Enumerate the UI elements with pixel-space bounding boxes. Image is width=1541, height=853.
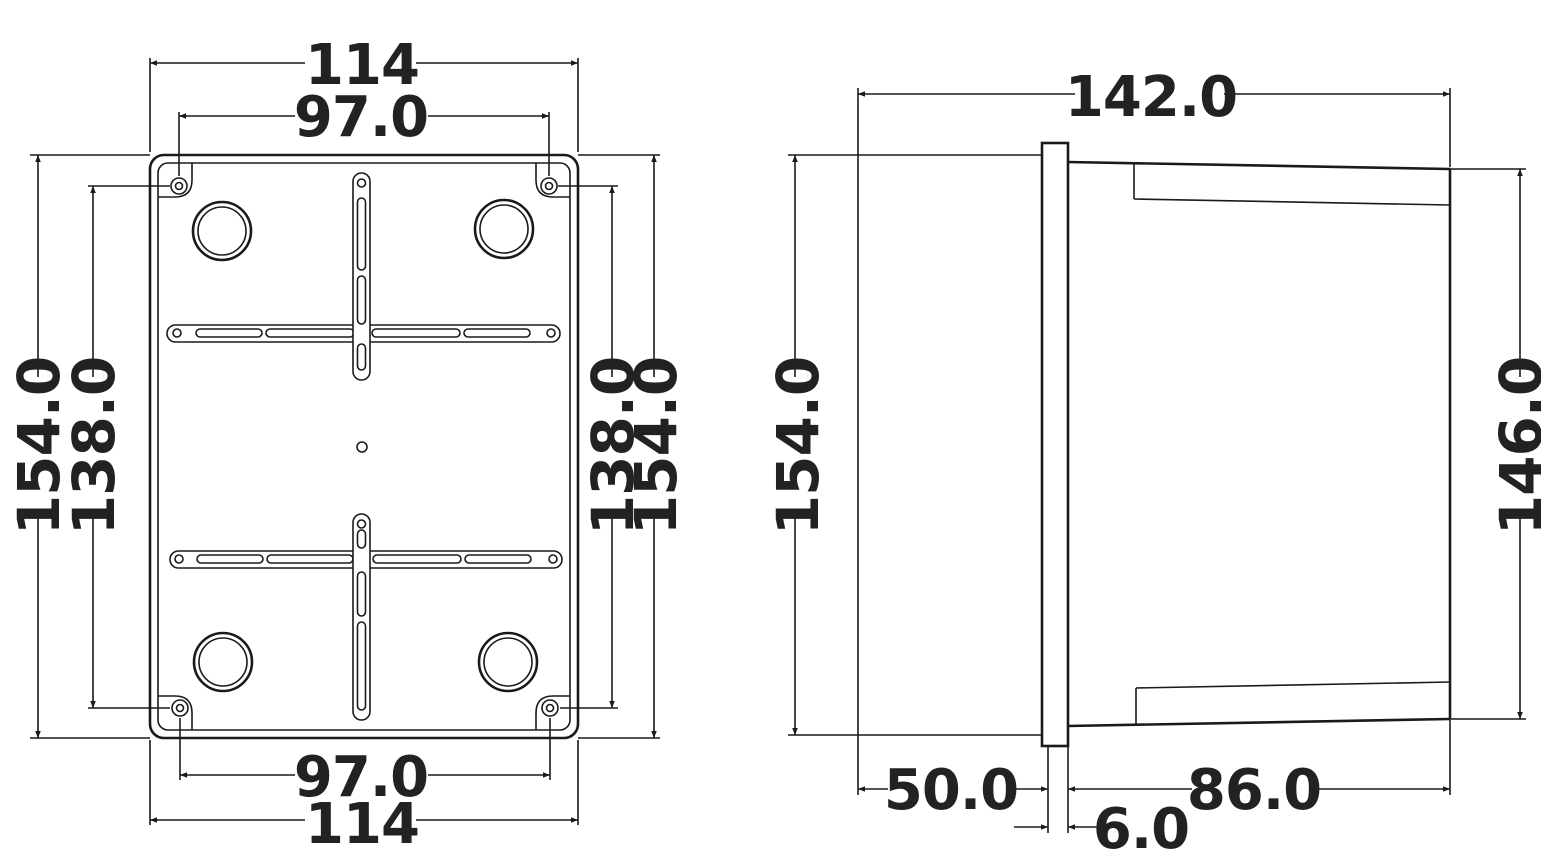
mounting-hole — [170, 177, 188, 195]
knockout — [192, 631, 254, 693]
dim-front-depth: 50.0 — [884, 758, 1018, 823]
dim-width-top: 114 — [305, 33, 419, 98]
mounting-hole — [540, 177, 558, 195]
rib-cross-lower — [169, 513, 563, 721]
dim-height-right: 146.0 — [1487, 357, 1541, 535]
dim-total-depth: 142.0 — [1065, 65, 1237, 130]
dim-height-left-outer: 154.0 — [5, 357, 73, 535]
mounting-hole — [171, 699, 189, 717]
dim-height-left-inner: 138.0 — [60, 357, 128, 535]
knockouts — [191, 198, 539, 693]
dim-flange-thickness: 6.0 — [1093, 797, 1189, 853]
dim-height-right-inner: 138.0 — [579, 357, 647, 535]
front-extension-lines — [30, 58, 660, 825]
knockout — [473, 198, 535, 260]
dim-rear-depth: 86.0 — [1187, 758, 1321, 823]
mounting-hole — [541, 699, 559, 717]
knockout — [191, 200, 253, 262]
dim-hole-spacing-bottom: 97.0 — [294, 745, 428, 810]
center-hole — [356, 441, 368, 453]
side-dimension-lines — [792, 91, 1523, 830]
mounting-holes — [158, 163, 570, 730]
front-dimension-lines — [35, 60, 657, 823]
side-view: 142.0 154.0 146.0 50.0 86.0 6.0 — [764, 65, 1541, 853]
dim-height-left: 154.0 — [764, 357, 832, 535]
dim-width-bottom: 114 — [305, 792, 419, 853]
dim-hole-spacing-top: 97.0 — [294, 85, 428, 150]
enclosure-inner-outline — [157, 162, 571, 731]
enclosure-outline — [148, 153, 580, 740]
knockout — [477, 631, 539, 693]
flange — [1040, 141, 1070, 748]
dim-height-right-outer: 154.0 — [622, 357, 690, 535]
front-view: 114 97.0 154.0 138.0 138.0 154.0 97.0 11… — [5, 33, 690, 853]
rib-cross-upper — [166, 172, 561, 381]
